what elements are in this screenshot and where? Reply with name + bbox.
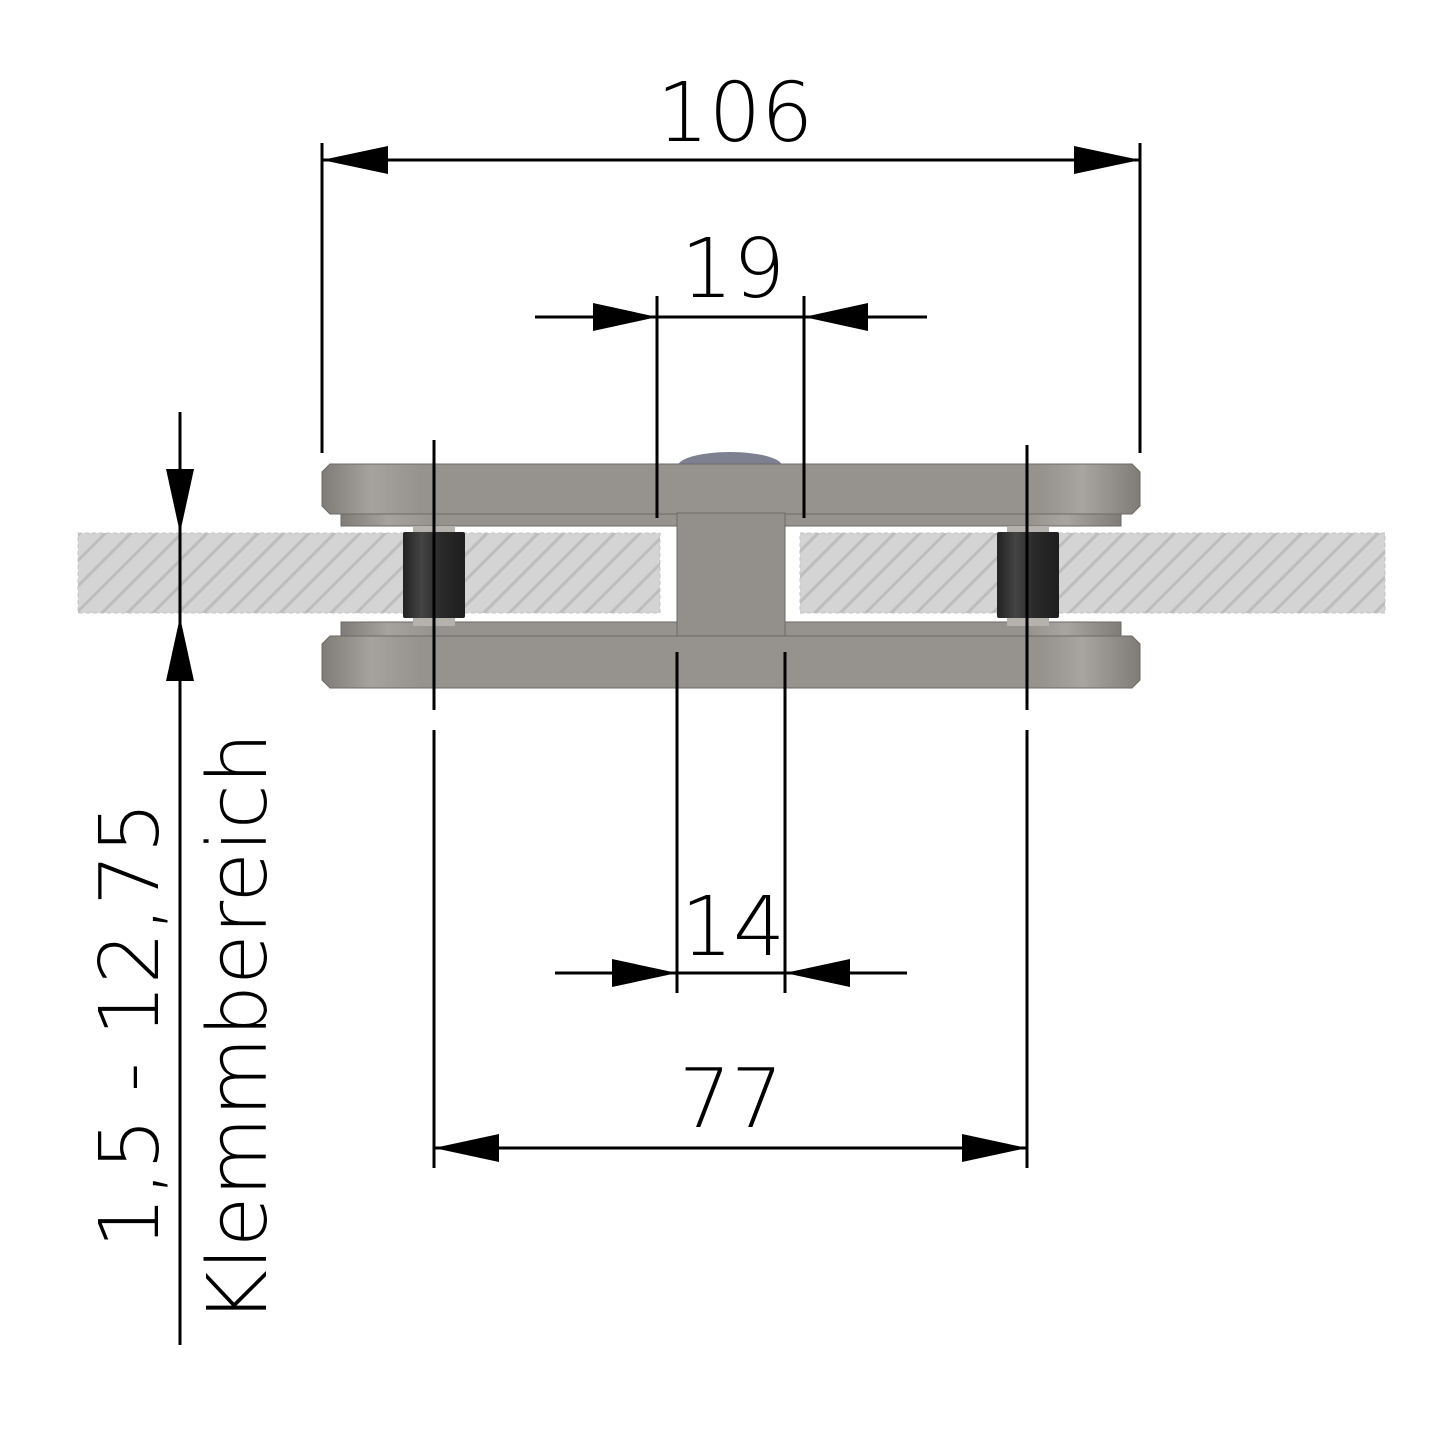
dimension-106: 106: [657, 66, 814, 161]
dimension-lines: [178, 143, 1142, 1345]
dimension-arrows: [166, 146, 1140, 1162]
dimension-77: 77: [679, 1052, 783, 1147]
dimension-19: 19: [681, 222, 785, 317]
clamp-center-post: [676, 512, 786, 637]
clamp-bottom-plate: [321, 621, 1141, 689]
dimension-14: 14: [681, 880, 785, 975]
clamp-range-label: Klemmbereich: [191, 732, 286, 1323]
glass-pane-right: [799, 532, 1386, 614]
glass-pane-left: [77, 532, 661, 614]
clamp-range-value: 1,5 - 12,75: [83, 802, 178, 1249]
